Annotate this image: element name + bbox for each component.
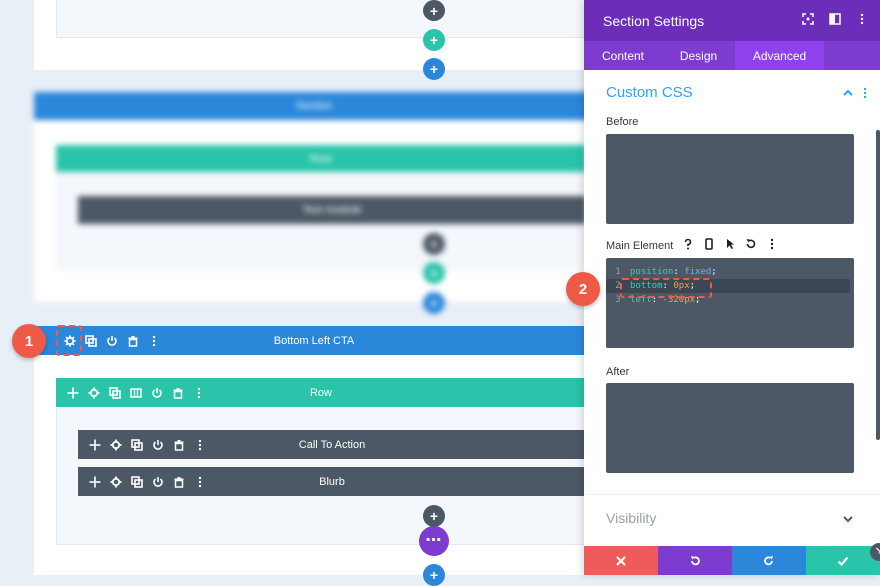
- power-icon[interactable]: [152, 476, 164, 488]
- reset-icon[interactable]: [745, 238, 757, 250]
- panel-title: Section Settings: [603, 12, 705, 29]
- blurred-module-bar[interactable]: Text module: [78, 196, 586, 224]
- duplicate-icon[interactable]: [131, 475, 143, 488]
- css-property: bottom: [630, 281, 663, 291]
- trash-icon[interactable]: [173, 439, 185, 451]
- snap-sidebar-icon[interactable]: [829, 13, 841, 25]
- close-icon: [616, 555, 626, 566]
- blurred-section-label: Section: [295, 100, 333, 112]
- main-element-label: Main Element: [606, 240, 674, 252]
- tab-advanced[interactable]: Advanced: [735, 41, 824, 70]
- module-bar-blurb[interactable]: Blurb: [78, 467, 586, 496]
- trash-icon[interactable]: [172, 387, 184, 399]
- before-label: Before: [606, 116, 639, 128]
- power-icon[interactable]: [151, 387, 163, 399]
- css-property: position: [630, 267, 674, 277]
- gear-icon[interactable]: [110, 476, 122, 488]
- gear-icon[interactable]: [88, 387, 100, 399]
- duplicate-icon[interactable]: [109, 386, 121, 399]
- page-settings-button[interactable]: ⋯: [419, 526, 449, 556]
- duplicate-icon[interactable]: [85, 334, 97, 347]
- blurred-add-module-button[interactable]: +: [423, 233, 445, 255]
- options-more-icon[interactable]: [766, 238, 778, 250]
- redo-button[interactable]: [732, 546, 806, 575]
- blurred-row-label: Row: [309, 152, 332, 165]
- panel-footer: [584, 546, 880, 575]
- more-icon[interactable]: [148, 335, 160, 347]
- add-row-button-top[interactable]: +: [423, 29, 445, 51]
- gear-highlight-box: [56, 325, 82, 356]
- discard-button[interactable]: [584, 546, 658, 575]
- redo-icon: [764, 555, 774, 565]
- gear-icon[interactable]: [110, 439, 122, 451]
- callout-2: 2: [566, 272, 600, 306]
- duplicate-icon[interactable]: [131, 438, 143, 451]
- visibility-divider: [584, 494, 880, 495]
- line-number: 2: [615, 281, 621, 291]
- more-icon[interactable]: [194, 439, 206, 451]
- trash-icon[interactable]: [127, 335, 139, 347]
- panel-resize-handle[interactable]: ↘: [870, 543, 880, 561]
- add-section-button[interactable]: +: [423, 564, 445, 586]
- row-card-top: [56, 0, 586, 38]
- power-icon[interactable]: [106, 335, 118, 347]
- visibility-label[interactable]: Visibility: [606, 510, 657, 526]
- css-value: fixed: [684, 267, 712, 277]
- blurred-row-bar[interactable]: Row: [56, 145, 586, 172]
- custom-css-title[interactable]: Custom CSS: [606, 84, 693, 101]
- hover-cursor-icon[interactable]: [724, 238, 736, 250]
- move-icon[interactable]: [89, 476, 101, 488]
- panel-tabs: Content Design Advanced: [584, 41, 880, 70]
- add-module-button-top[interactable]: +: [423, 0, 445, 21]
- gear-icon[interactable]: [64, 335, 76, 347]
- fullscreen-icon[interactable]: [802, 13, 814, 25]
- chevron-up-icon[interactable]: [842, 87, 854, 99]
- row-bar[interactable]: Row: [56, 378, 586, 407]
- blurred-module-label: Text module: [302, 204, 362, 216]
- more-icon[interactable]: [856, 13, 868, 25]
- blurred-section-bar[interactable]: Section: [34, 92, 594, 120]
- mobile-icon[interactable]: [703, 238, 715, 250]
- css-value: 0px: [673, 281, 690, 291]
- more-icon[interactable]: [194, 476, 206, 488]
- blurred-add-row-button[interactable]: +: [423, 262, 445, 284]
- code-highlight-box: [620, 278, 712, 298]
- trash-icon[interactable]: [173, 476, 185, 488]
- code-line-3: 3 left: -320px;: [606, 293, 850, 307]
- main-element-css-field[interactable]: 1 position: fixed; 2 bottom: 0px; 3 left…: [606, 258, 854, 348]
- power-icon[interactable]: [152, 439, 164, 451]
- undo-icon: [690, 555, 700, 565]
- callout-1: 1: [12, 324, 46, 358]
- line-number: 1: [615, 267, 621, 277]
- line-number: 3: [615, 295, 621, 305]
- columns-icon[interactable]: [130, 387, 142, 399]
- add-module-button[interactable]: +: [423, 505, 445, 527]
- after-label: After: [606, 366, 630, 378]
- css-value: -320px: [662, 295, 696, 305]
- more-icon[interactable]: [193, 387, 205, 399]
- save-button[interactable]: [806, 546, 880, 575]
- code-line-1: 1 position: fixed;: [606, 265, 850, 279]
- group-more-icon[interactable]: [859, 87, 871, 99]
- css-property: left: [630, 295, 652, 305]
- blurred-add-section-button[interactable]: +: [423, 292, 445, 314]
- move-icon[interactable]: [89, 439, 101, 451]
- module-bar-call-to-action[interactable]: Call To Action: [78, 430, 586, 459]
- after-css-field[interactable]: [606, 383, 854, 473]
- tab-content[interactable]: Content: [601, 48, 645, 63]
- tab-design[interactable]: Design: [679, 48, 718, 63]
- chevron-down-icon[interactable]: [842, 513, 854, 525]
- before-css-field[interactable]: [606, 134, 854, 224]
- checkmark-icon: [837, 556, 849, 566]
- scrollbar[interactable]: [876, 130, 880, 440]
- code-line-2: 2 bottom: 0px;: [606, 279, 850, 293]
- main-element-tools: [682, 238, 778, 250]
- section-bar[interactable]: Bottom Left CTA: [34, 326, 594, 355]
- panel-header: Section Settings: [584, 0, 880, 41]
- move-icon[interactable]: [67, 387, 79, 399]
- help-icon[interactable]: [682, 238, 694, 250]
- undo-button[interactable]: [658, 546, 732, 575]
- section-settings-panel: Section Settings Content Design Advanced…: [584, 0, 880, 575]
- add-section-button-top[interactable]: +: [423, 58, 445, 80]
